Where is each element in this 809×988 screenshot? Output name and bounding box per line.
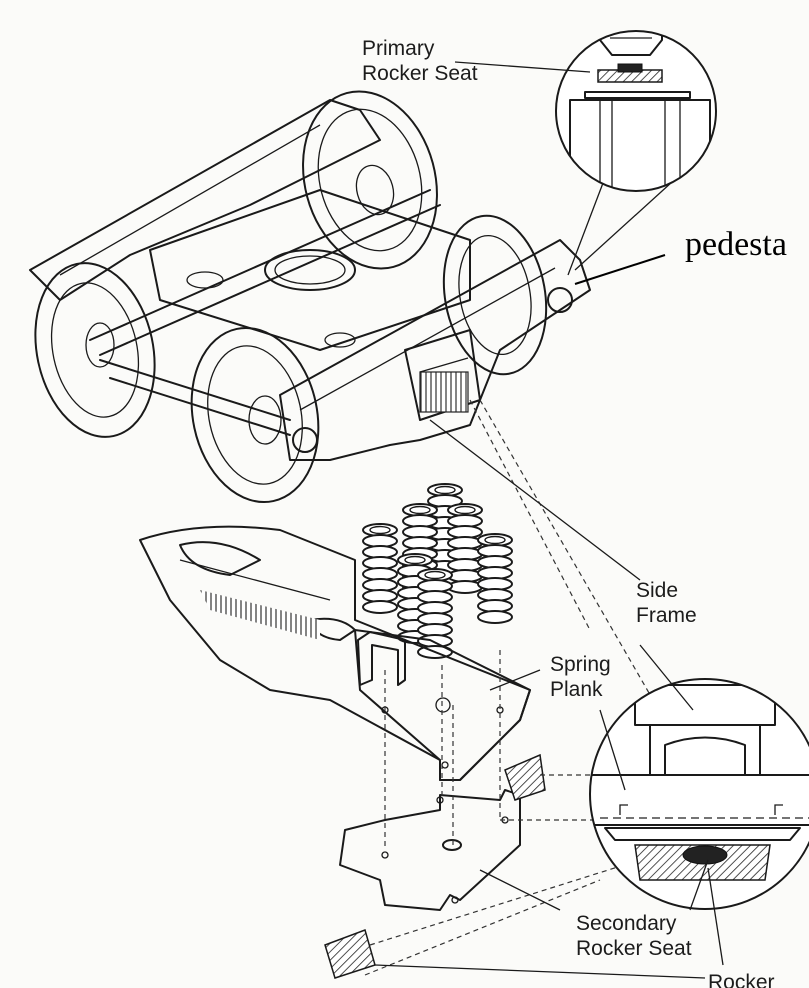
spring-plank-line-2: Plank bbox=[550, 678, 603, 701]
side-frame-label: Side Frame bbox=[636, 578, 697, 628]
primary-rocker-seat-line-1: Primary bbox=[362, 37, 435, 60]
secondary-rocker-seat-plate bbox=[339, 789, 521, 911]
pedestal-label: pedesta bbox=[685, 226, 787, 263]
alignment-lines bbox=[364, 399, 706, 976]
primary-rocker-seat-label: Primary Rocker Seat bbox=[362, 36, 478, 86]
side-frame-line-2: Frame bbox=[636, 604, 697, 627]
spring-nest bbox=[362, 483, 513, 659]
secondary-rocker-seat-line-2: Rocker Seat bbox=[576, 937, 692, 960]
secondary-rocker-seat-label: Secondary Rocker Seat bbox=[576, 911, 692, 961]
secondary-rocker-detail-circle bbox=[589, 644, 809, 966]
spring-plank bbox=[139, 525, 531, 781]
pedestal-leader-line bbox=[574, 254, 666, 285]
spring-plank-line-1: Spring bbox=[550, 653, 611, 676]
secondary-rocker-seat-line-1: Secondary bbox=[576, 912, 677, 935]
rocker-block-upper bbox=[504, 753, 546, 801]
spring-plank-label: Spring Plank bbox=[550, 652, 611, 702]
spring-coil bbox=[477, 533, 513, 624]
bogie-assembly bbox=[29, 90, 591, 504]
rocker-block-lower bbox=[324, 929, 376, 979]
rocker-label: Rocker bbox=[708, 971, 775, 988]
spring-coil bbox=[362, 523, 398, 614]
primary-rocker-detail-circle bbox=[555, 30, 717, 276]
spring-coil bbox=[447, 503, 483, 594]
primary-rocker-seat-line-2: Rocker Seat bbox=[362, 62, 478, 85]
side-frame-line-1: Side bbox=[636, 579, 679, 602]
spring-coil bbox=[417, 568, 453, 659]
